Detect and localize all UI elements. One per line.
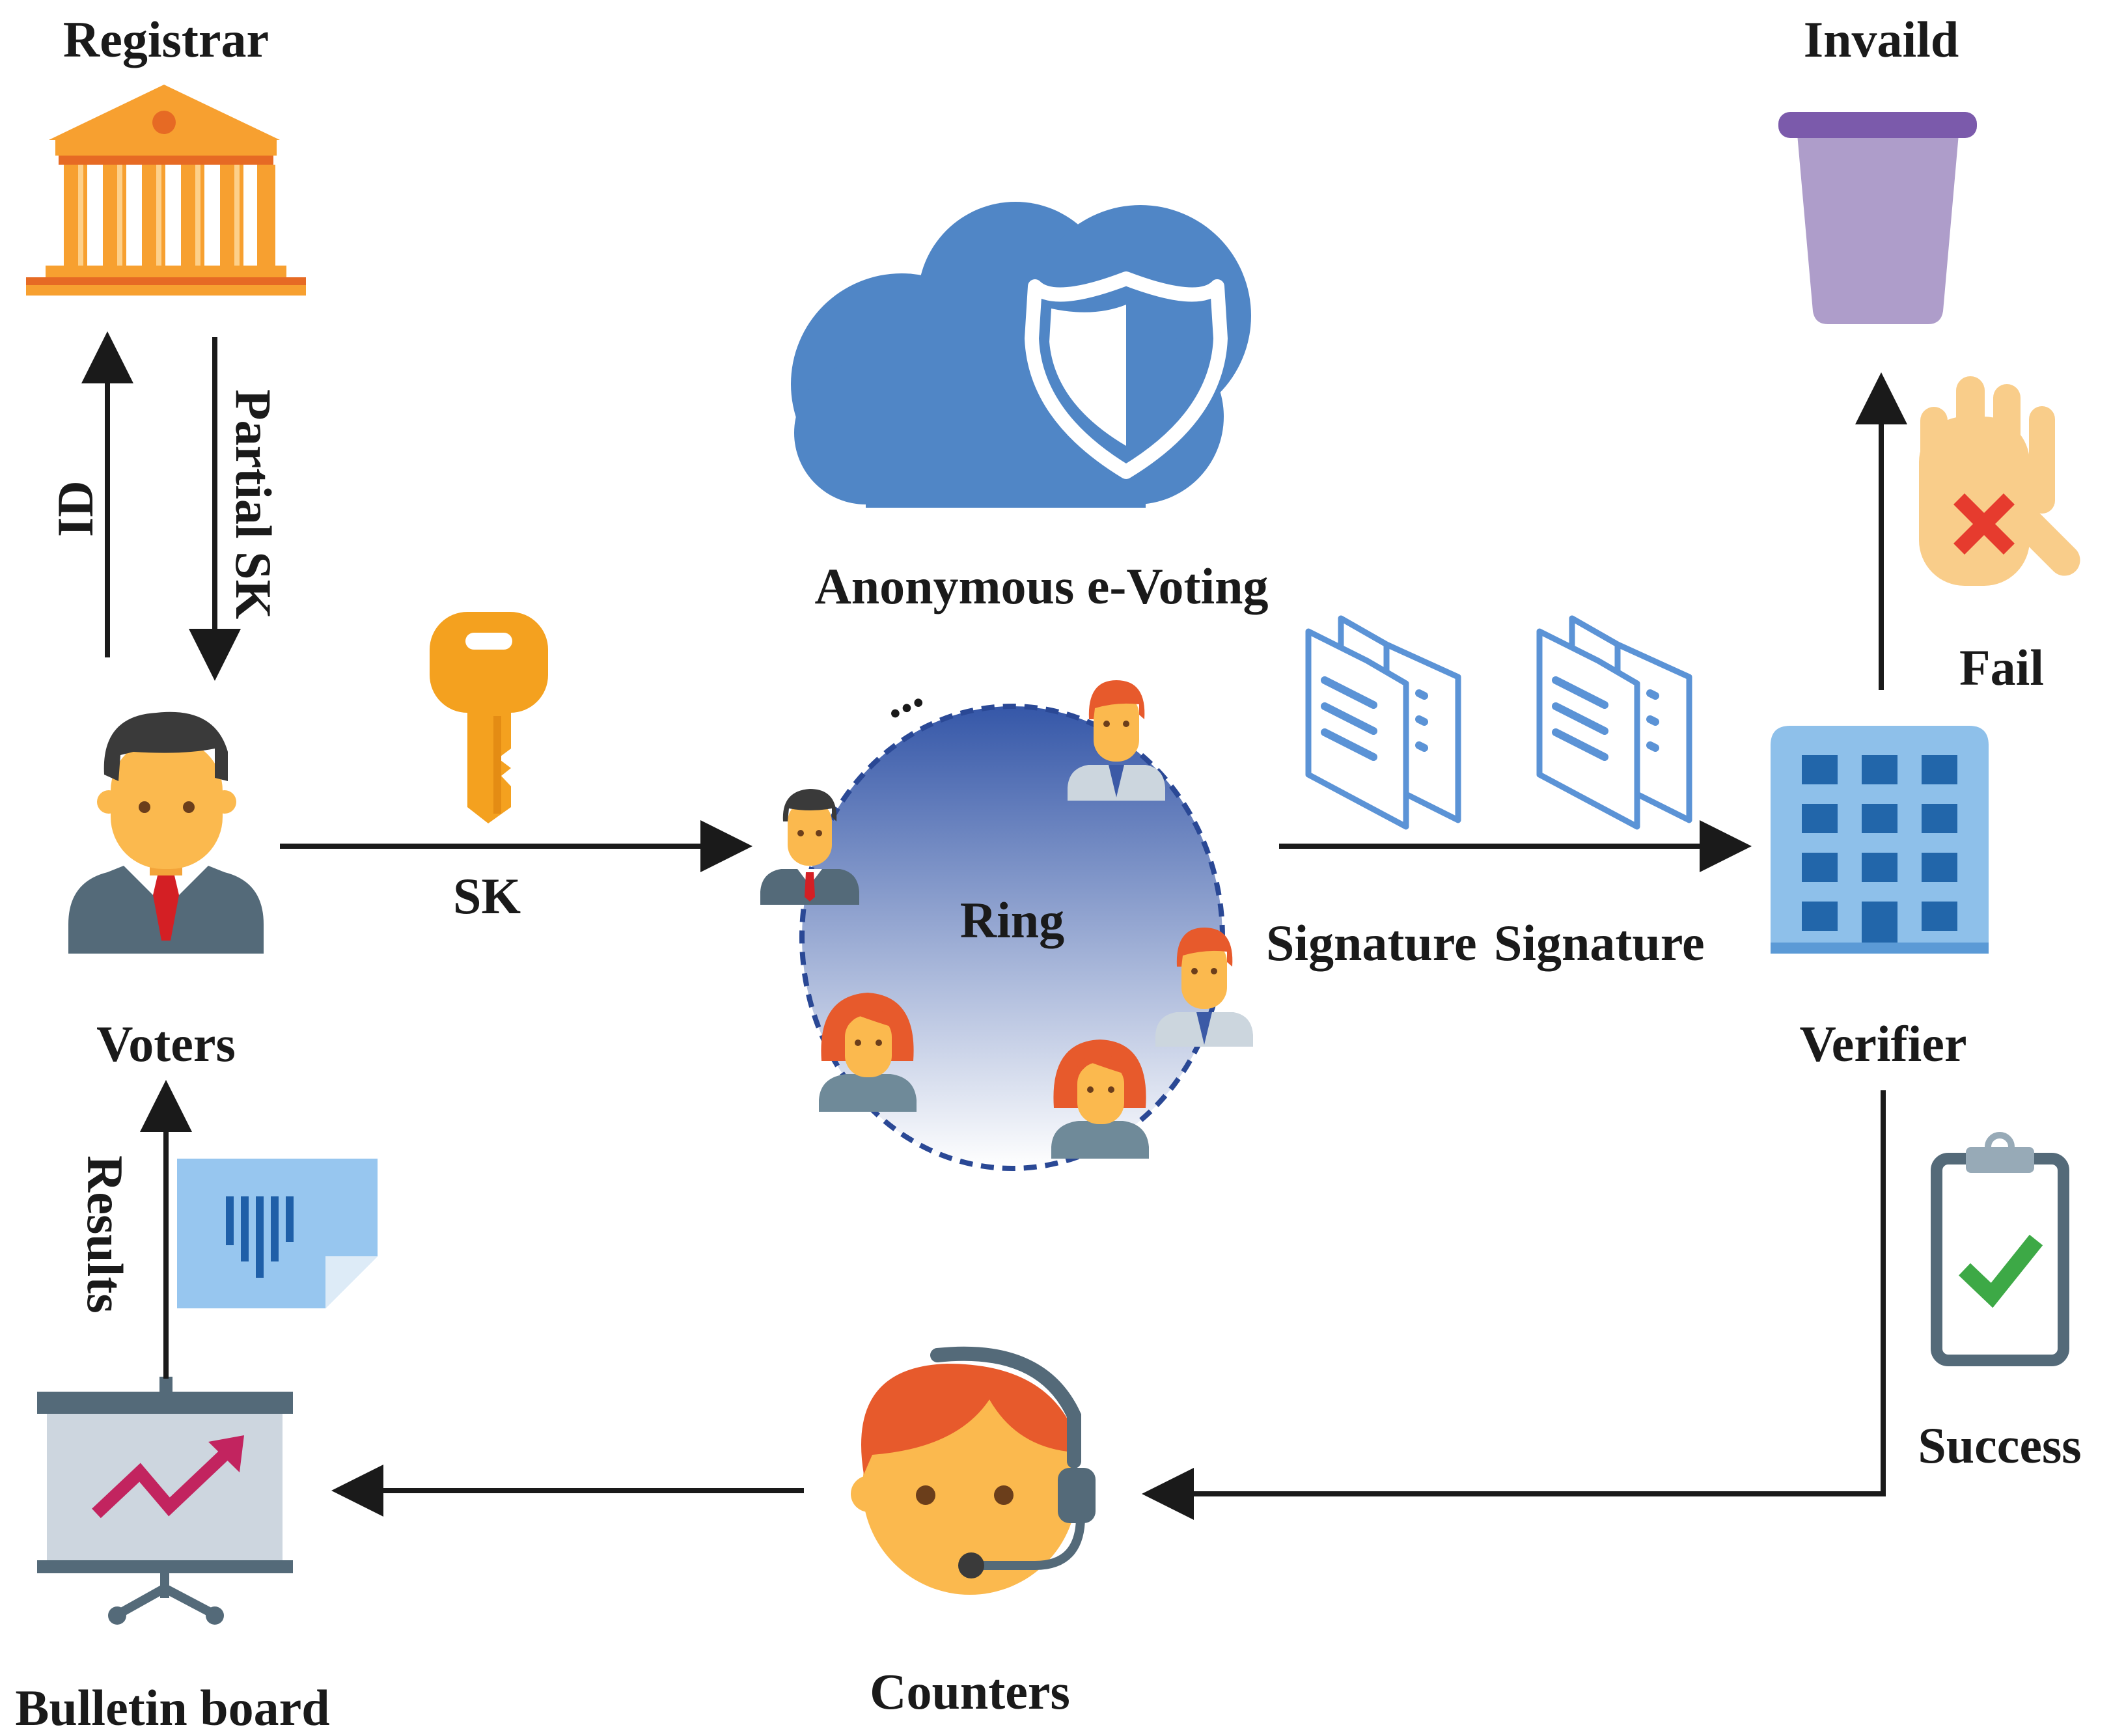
signature-label-1: Signature [1266, 915, 1477, 971]
ring-member-avatar [1068, 680, 1165, 801]
signature-label-2: Signature [1494, 915, 1705, 971]
partial-sk-label: Partial SK [225, 389, 282, 620]
voter-avatar-icon [68, 711, 264, 954]
stop-hand-icon [1919, 376, 2080, 586]
ring-member-avatar [760, 789, 859, 905]
results-label: Results [77, 1155, 133, 1314]
verifier-building-icon [1771, 726, 1989, 954]
bulletin-board-label: Bulletin board [15, 1679, 330, 1736]
clipboard-check-icon [1931, 1132, 2069, 1366]
counters-label: Counters [870, 1663, 1070, 1720]
arrows [81, 331, 1907, 1520]
registrar-icon [26, 85, 306, 296]
document-icon-1 [1305, 615, 1461, 830]
bulletin-board-icon [37, 1377, 293, 1625]
trash-bin-icon [1778, 112, 1977, 324]
ring-member-avatar [819, 993, 917, 1112]
verifier-label: Verifier [1799, 1015, 1967, 1072]
document-icon-2 [1536, 615, 1692, 830]
arrow-success-path [1142, 1090, 1886, 1520]
anonymous-e-voting-label: Anonymous e-Voting [814, 558, 1269, 614]
id-label: ID [47, 480, 103, 537]
results-card-icon [177, 1159, 378, 1308]
ring-member-avatar [1051, 1040, 1149, 1159]
sk-label: SK [452, 868, 521, 924]
key-icon [430, 612, 548, 823]
success-label: Success [1918, 1417, 2082, 1474]
fail-label: Fail [1959, 639, 2044, 696]
voters-label: Voters [96, 1015, 236, 1072]
registrar-label: Registrar [62, 11, 269, 68]
cloud-shield-icon [791, 202, 1251, 508]
counter-agent-icon [851, 1346, 1096, 1595]
invalid-label: Invaild [1803, 11, 1959, 68]
ring-member-avatar [1155, 928, 1253, 1047]
ring-label: Ring [959, 892, 1065, 948]
